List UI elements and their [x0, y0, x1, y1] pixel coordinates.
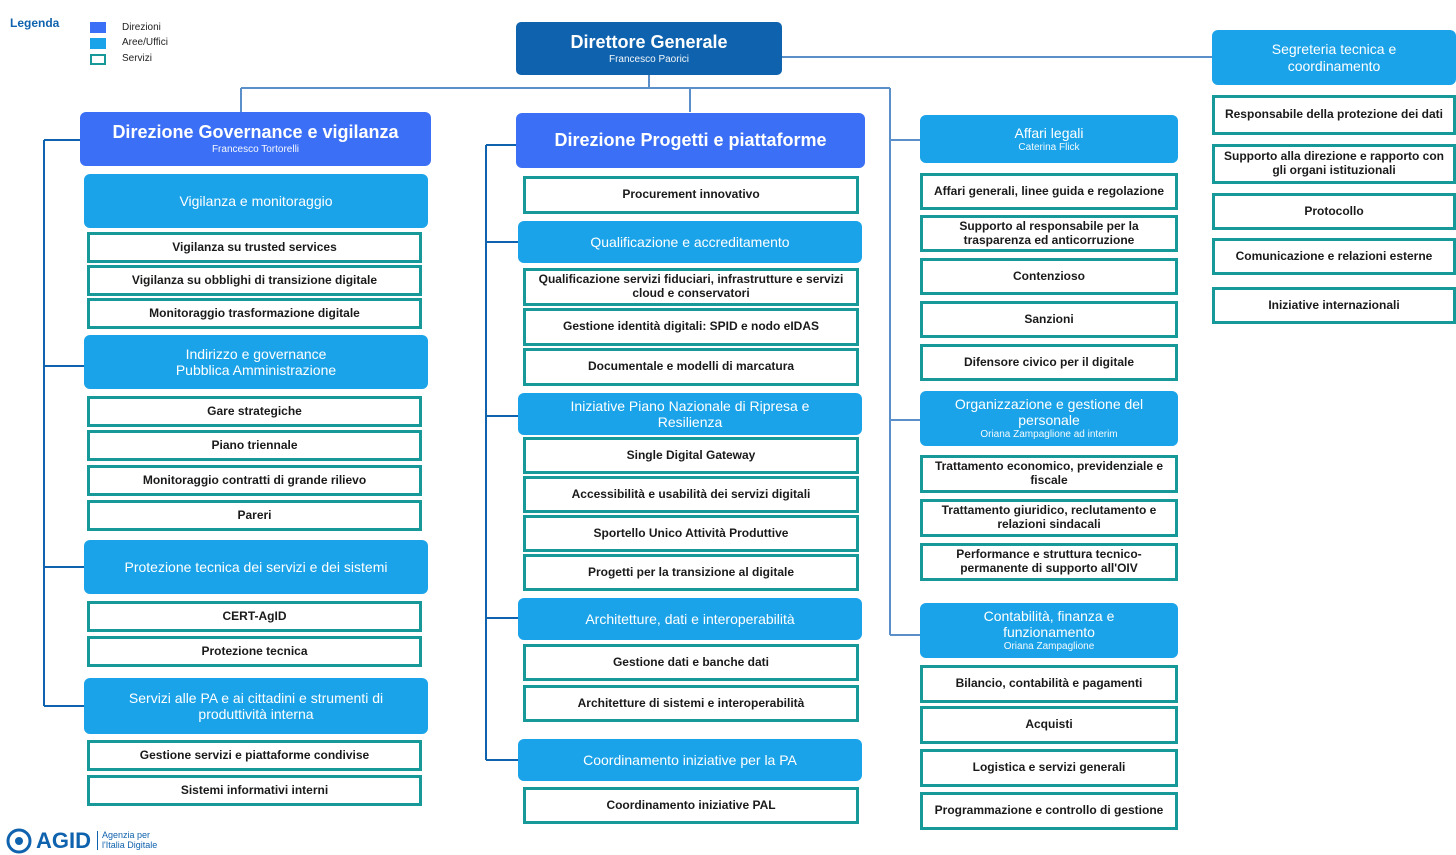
service-box: Contenzioso [920, 258, 1178, 295]
service-box: Accessibilità e usabilità dei servizi di… [523, 476, 859, 513]
area-qualificazione: Qualificazione e accreditamento [518, 221, 862, 263]
service-box: Documentale e modelli di marcatura [523, 348, 859, 386]
area-pnrr-label: Iniziative Piano Nazionale di Ripresa e … [570, 397, 810, 430]
area-servizi-pa: Servizi alle PA e ai cittadini e strumen… [84, 678, 428, 734]
service-box: Programmazione e controllo di gestione [920, 792, 1178, 830]
segreteria-title: Segreteria tecnica e coordinamento [1271, 41, 1397, 74]
direzione-progetti-box: Direzione Progetti e piattaforme [516, 113, 865, 168]
service-box: Gare strategiche [87, 396, 422, 427]
area-servizi-pa-label: Servizi alle PA e ai cittadini e strumen… [128, 689, 384, 722]
service-box: Architetture di sistemi e interoperabili… [523, 685, 859, 722]
service-box: Affari generali, linee guida e regolazio… [920, 173, 1178, 210]
service-box: Vigilanza su trusted services [87, 232, 422, 263]
service-box: Sistemi informativi interni [87, 775, 422, 806]
service-box: Piano triennale [87, 430, 422, 461]
service-box: Procurement innovativo [523, 176, 859, 214]
legend-swatch-direzioni [90, 22, 106, 33]
area-pnrr: Iniziative Piano Nazionale di Ripresa e … [518, 393, 862, 435]
service-box: Performance e struttura tecnico-permanen… [920, 543, 1178, 581]
legend-label-servizi: Servizi [122, 53, 153, 64]
service-box: Coordinamento iniziative PAL [523, 787, 859, 824]
agid-tagline-2: l'Italia Digitale [102, 839, 158, 850]
service-box: Supporto al responsabile per la traspare… [920, 215, 1178, 252]
direzione-governance-title: Direzione Governance e vigilanza [112, 122, 399, 143]
service-box: Monitoraggio contratti di grande rilievo [87, 465, 422, 496]
service-box: Monitoraggio trasformazione digitale [87, 298, 422, 329]
service-box: Trattamento giuridico, reclutamento e re… [920, 499, 1178, 537]
direzione-governance-box: Direzione Governance e vigilanza Frances… [80, 112, 431, 166]
segreteria-service: Comunicazione e relazioni esterne [1212, 238, 1456, 275]
agid-logo: AGID Agenzia per l'Italia Digitale [6, 826, 157, 855]
organizzazione-box: Organizzazione e gestione del personale … [920, 391, 1178, 446]
service-box: Pareri [87, 500, 422, 531]
area-indirizzo-label: Indirizzo e governance Pubblica Amminist… [175, 345, 337, 378]
area-coordinamento: Coordinamento iniziative per la PA [518, 739, 862, 781]
service-box: Gestione servizi e piattaforme condivise [87, 740, 422, 771]
contabilita-title: Contabilità, finanza e funzionamento [983, 608, 1115, 641]
service-box: Gestione identità digitali: SPID e nodo … [523, 308, 859, 346]
legend-title: Legenda [10, 16, 60, 30]
legend-swatch-aree [90, 38, 106, 49]
service-box: Sportello Unico Attività Produttive [523, 515, 859, 552]
segreteria-service: Iniziative internazionali [1212, 287, 1456, 324]
organizzazione-person: Oriana Zampaglione ad interim [980, 429, 1118, 441]
service-box: Bilancio, contabilità e pagamenti [920, 665, 1178, 703]
service-box: Sanzioni [920, 301, 1178, 338]
service-box: Difensore civico per il digitale [920, 344, 1178, 381]
service-box: Qualificazione servizi fiduciari, infras… [523, 268, 859, 306]
legend-label-direzioni: Direzioni [122, 22, 161, 33]
service-box: Logistica e servizi generali [920, 749, 1178, 787]
legend-swatch-servizi [90, 54, 106, 65]
area-architetture: Architetture, dati e interoperabilità [518, 598, 862, 640]
affari-legali-box: Affari legali Caterina Flick [920, 115, 1178, 163]
area-protezione: Protezione tecnica dei servizi e dei sis… [84, 540, 428, 594]
agid-logo-mark: AGID [36, 827, 91, 853]
direttore-generale-title: Direttore Generale [570, 31, 728, 52]
contabilita-person: Oriana Zampaglione [1003, 641, 1095, 653]
affari-legali-person: Caterina Flick [1018, 141, 1080, 153]
organizzazione-title: Organizzazione e gestione del personale [954, 396, 1144, 429]
service-box: Acquisti [920, 706, 1178, 744]
agid-tagline-1: Agenzia per [102, 829, 151, 840]
service-box: Trattamento economico, previdenziale e f… [920, 455, 1178, 493]
service-box: Vigilanza su obblighi di transizione dig… [87, 265, 422, 296]
agid-emblem-icon [6, 828, 32, 853]
area-indirizzo: Indirizzo e governance Pubblica Amminist… [84, 335, 428, 389]
affari-legali-title: Affari legali [1014, 124, 1084, 141]
direzione-progetti-title: Direzione Progetti e piattaforme [554, 130, 827, 151]
direttore-generale-box: Direttore Generale Francesco Paorici [516, 22, 782, 75]
segreteria-service: Supporto alla direzione e rapporto con g… [1212, 144, 1456, 184]
service-box: Protezione tecnica [87, 636, 422, 667]
contabilita-box: Contabilità, finanza e funzionamento Ori… [920, 603, 1178, 658]
segreteria-service: Responsabile della protezione dei dati [1212, 95, 1456, 135]
legend-label-aree: Aree/Uffici [122, 37, 168, 48]
service-box: Single Digital Gateway [523, 437, 859, 474]
direzione-governance-person: Francesco Tortorelli [211, 144, 300, 156]
segreteria-service: Protocollo [1212, 193, 1456, 230]
service-box: Progetti per la transizione al digitale [523, 554, 859, 591]
service-box: CERT-AgID [87, 601, 422, 632]
segreteria-box: Segreteria tecnica e coordinamento [1212, 30, 1456, 85]
direttore-generale-person: Francesco Paorici [608, 53, 690, 65]
area-vigilanza: Vigilanza e monitoraggio [84, 174, 428, 228]
service-box: Gestione dati e banche dati [523, 644, 859, 681]
